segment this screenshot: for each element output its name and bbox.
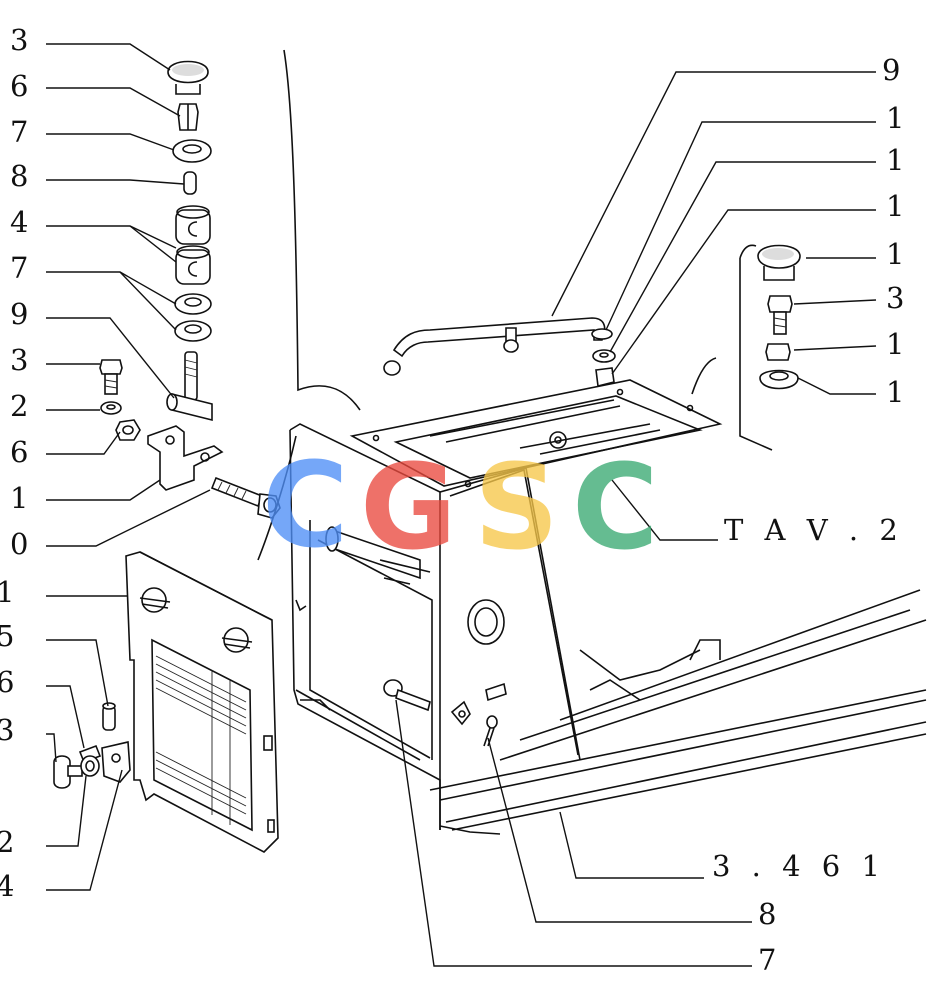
left-callouts: 3 6 7 8 4 7 9 3 2 6 1 0 1 5 6 3 2 4 bbox=[0, 23, 28, 903]
rubber-bushing-upper bbox=[175, 205, 211, 245]
reference-tav: T A V . 2 bbox=[724, 513, 904, 547]
callout-left-12: 0 bbox=[10, 527, 28, 561]
callout-left-14: 5 bbox=[0, 619, 14, 653]
callout-left-2: 6 bbox=[10, 69, 28, 103]
callout-left-10: 6 bbox=[10, 435, 28, 469]
machine-frame bbox=[257, 49, 927, 835]
callout-left-1: 3 bbox=[10, 23, 28, 57]
callout-left-17: 2 bbox=[0, 825, 14, 859]
logo-emblem-lower bbox=[221, 627, 253, 653]
callout-left-6: 7 bbox=[10, 251, 28, 285]
top-tube-part bbox=[383, 317, 606, 376]
callout-right-7: 1 4 bbox=[886, 327, 928, 361]
mount-stack-right bbox=[691, 244, 801, 451]
callout-left-5: 4 bbox=[10, 205, 28, 239]
watermark-letter-4: C bbox=[572, 438, 659, 576]
callout-left-7: 9 bbox=[10, 297, 28, 331]
callout-left-13: 1 bbox=[0, 575, 14, 609]
callout-right-6: 3 bbox=[886, 281, 904, 315]
watermark-letter-3: S bbox=[474, 438, 559, 576]
t-bolt-part bbox=[166, 351, 213, 422]
small-nut-part bbox=[115, 419, 141, 441]
rubber-bushing-lower bbox=[175, 245, 211, 285]
callout-bottom-2: 7 bbox=[758, 943, 776, 977]
hex-bolt-part bbox=[99, 359, 123, 395]
pin-part bbox=[183, 171, 197, 195]
reference-group: 3 . 4 6 1 bbox=[712, 849, 886, 883]
leader-lines bbox=[46, 43, 877, 967]
callout-left-9: 2 bbox=[10, 389, 28, 423]
left-parts-stack bbox=[99, 60, 281, 519]
callout-left-3: 7 bbox=[10, 115, 28, 149]
front-port bbox=[467, 599, 505, 645]
grommet-part bbox=[450, 700, 471, 726]
watermark: C G S C bbox=[262, 436, 659, 576]
side-cover-panel bbox=[125, 551, 279, 853]
washer-pair bbox=[174, 293, 212, 342]
right-callouts: 9 1 0 1 2 1 1 1 3 3 1 4 1 5 bbox=[882, 53, 928, 409]
callout-left-11: 1 bbox=[10, 481, 28, 515]
washer-part bbox=[172, 139, 212, 163]
bracket-part bbox=[147, 425, 224, 491]
small-washer-part bbox=[100, 401, 122, 415]
callout-left-16: 3 bbox=[0, 713, 14, 747]
plug-part bbox=[383, 679, 431, 712]
callout-right-4: 1 1 bbox=[886, 189, 928, 223]
watermark-letter-1: C bbox=[262, 436, 349, 574]
callout-right-1: 9 bbox=[882, 53, 900, 87]
logo-emblem-upper bbox=[139, 587, 171, 613]
callout-right-3: 1 2 bbox=[886, 143, 928, 177]
nut-part bbox=[177, 103, 199, 131]
callout-right-8: 1 5 bbox=[886, 375, 928, 409]
cotter-pin-part bbox=[483, 715, 498, 747]
cap-part bbox=[167, 60, 209, 95]
callout-left-4: 8 bbox=[10, 159, 28, 193]
callout-bottom-1: 8 bbox=[758, 897, 776, 931]
callout-left-18: 4 bbox=[0, 869, 14, 903]
callout-right-5: 1 3 bbox=[886, 237, 928, 271]
callout-right-2: 1 0 bbox=[886, 101, 928, 135]
latch-parts bbox=[53, 702, 131, 789]
watermark-letter-2: G bbox=[360, 438, 457, 576]
callout-left-15: 6 bbox=[0, 665, 14, 699]
fitting-stack bbox=[591, 328, 616, 387]
callout-left-8: 3 bbox=[10, 343, 28, 377]
